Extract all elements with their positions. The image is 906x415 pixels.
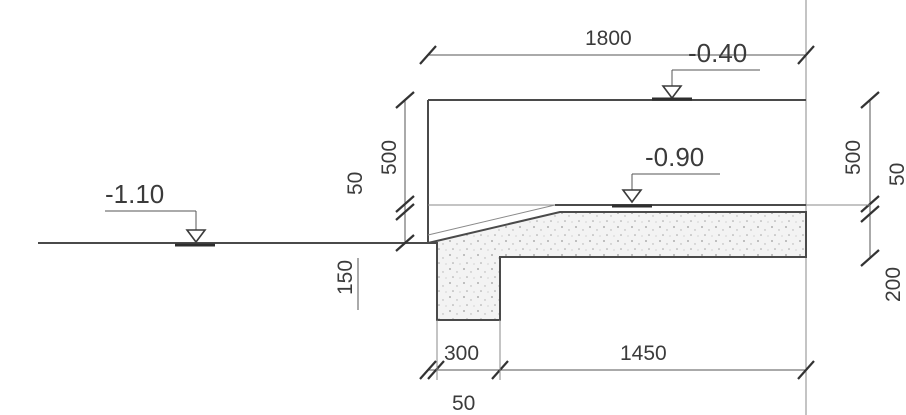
dim-left-500: 500 (378, 140, 401, 175)
level-left-label: -1.10 (105, 179, 164, 209)
dim-left-50: 50 (344, 172, 367, 195)
level-top-label: -0.40 (688, 38, 747, 68)
dim-top-width: 1800 (585, 27, 632, 50)
dim-right-200: 200 (882, 267, 905, 302)
dim-right-500: 500 (842, 140, 865, 175)
ramp-upper-line (427, 204, 556, 236)
level-middle-label: -0.90 (645, 142, 704, 172)
dim-tick-bottom-1 (419, 360, 437, 380)
level-marker-middle: -0.90 (612, 142, 720, 208)
concrete-footing (427, 211, 807, 321)
dim-right-50: 50 (886, 163, 906, 186)
level-marker-left: -1.10 (105, 179, 215, 247)
dim-left-150: 150 (334, 260, 357, 295)
dim-tick-top-left (419, 45, 437, 65)
dim-tick-right-1 (860, 91, 880, 109)
dim-tick-right-4 (860, 249, 880, 267)
dim-tick-left-4 (395, 234, 415, 252)
dim-tick-right-3 (860, 205, 880, 223)
dim-tick-bottom-2 (427, 360, 445, 380)
dim-bottom-1450: 1450 (620, 342, 667, 365)
level-marker-top: -0.40 (652, 38, 760, 101)
dim-tick-left-2 (395, 195, 415, 213)
dim-tick-top-right (797, 45, 815, 65)
dim-tick-right-2 (860, 195, 880, 213)
dim-bottom-300: 300 (444, 342, 479, 365)
dim-tick-bottom-4 (797, 360, 815, 380)
dim-tick-left-3 (395, 203, 415, 221)
dim-tick-left-1 (395, 91, 415, 109)
dim-bottom-50: 50 (452, 392, 475, 415)
